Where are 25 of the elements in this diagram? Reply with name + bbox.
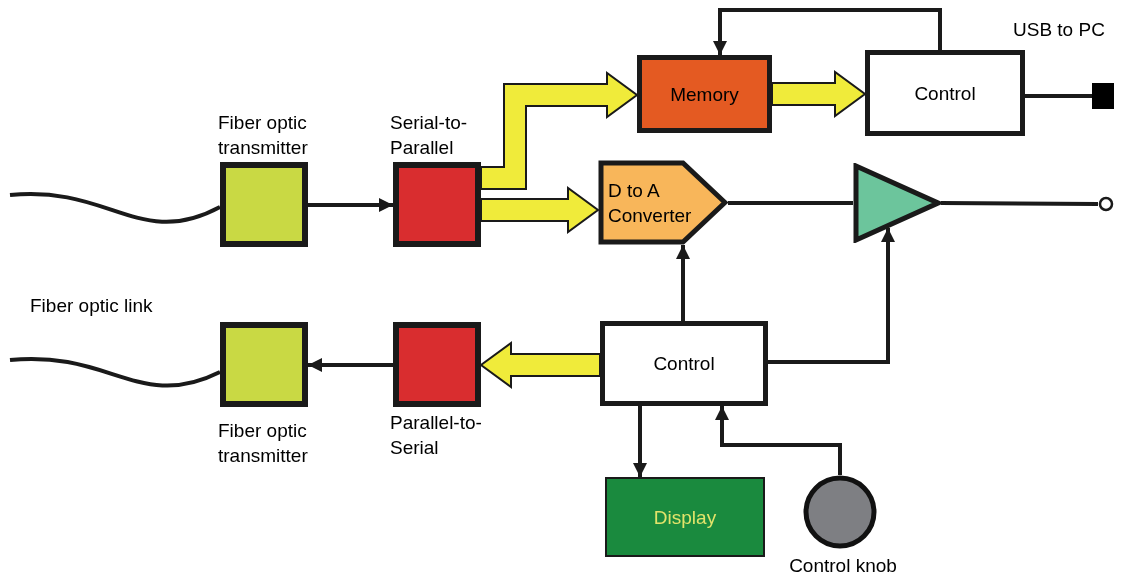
block-label: Memory [670, 82, 739, 107]
text-label: USB to PC [1013, 18, 1105, 42]
fiber-cable [9, 191, 221, 224]
block-caption: Fiber optic transmitter [218, 111, 309, 160]
arrow [633, 406, 647, 477]
arrow [715, 406, 842, 475]
block-caption: Control knob [788, 554, 898, 576]
block-caption: Parallel-to-Serial [390, 411, 483, 460]
arrow [676, 245, 690, 321]
block-caption: Serial-to-Parallel [390, 111, 469, 160]
arrow [713, 8, 942, 55]
arrow [308, 198, 393, 212]
fiber-cable [9, 356, 221, 388]
block-label: Display [653, 505, 717, 530]
block-arrow [480, 186, 600, 234]
block-arrow [771, 70, 867, 118]
arrow [308, 358, 393, 372]
block-arrow [479, 341, 601, 389]
block-caption: Fiber optic transmitter [218, 419, 309, 468]
block-label: Control [653, 352, 715, 376]
arrow [768, 228, 895, 364]
text-label: Fiber optic link [30, 294, 153, 318]
block-arrow [480, 71, 639, 190]
block-label: Control [914, 81, 976, 106]
block-label: D to A Converter [608, 178, 692, 228]
